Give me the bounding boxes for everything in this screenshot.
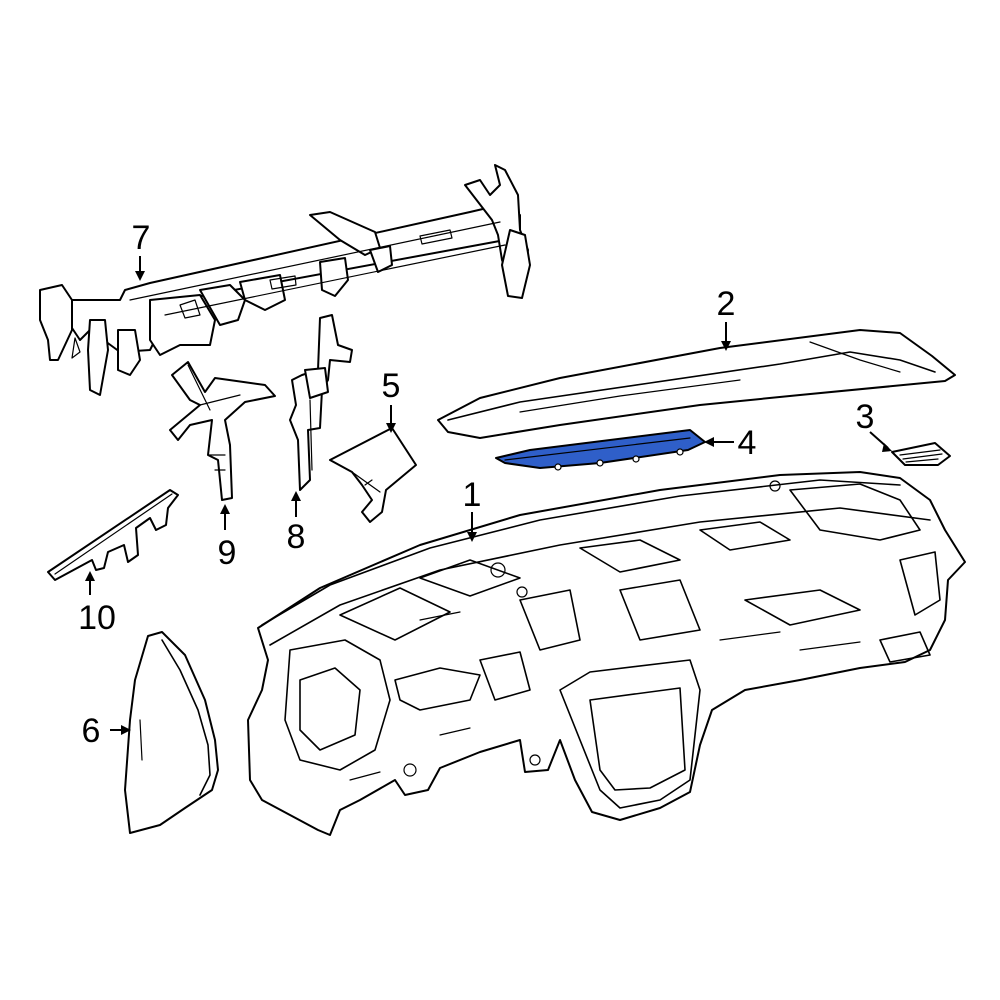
arrowhead-7 [135, 271, 145, 281]
callout-5: 5 [382, 367, 401, 405]
part-4-panel-highlighted[interactable] [495, 429, 706, 471]
callout-2: 2 [717, 285, 736, 323]
part-2-upper-trim[interactable] [437, 329, 956, 439]
part-3-vent-grille[interactable] [891, 442, 951, 466]
arrowhead-10 [85, 571, 95, 581]
arrowhead-2 [721, 341, 731, 351]
arrowhead-3 [882, 443, 892, 452]
callout-6: 6 [82, 712, 101, 750]
callout-labels: 1 2 3 4 5 6 7 8 9 10 [78, 219, 874, 750]
part-7-reinforcement-beam[interactable] [39, 164, 531, 396]
arrowhead-9 [220, 504, 230, 514]
arrowhead-1 [467, 532, 477, 542]
callout-4: 4 [738, 424, 757, 462]
callout-9: 9 [218, 534, 237, 572]
part-1-instrument-panel[interactable] [247, 471, 966, 836]
callout-1: 1 [463, 476, 482, 514]
part-10-brace[interactable] [47, 489, 179, 581]
callout-3: 3 [856, 398, 875, 436]
arrowhead-5 [386, 423, 396, 433]
part-6-side-cover[interactable] [124, 631, 219, 834]
callout-8: 8 [287, 518, 306, 556]
part-9-bracket[interactable] [169, 361, 276, 501]
callout-7: 7 [132, 219, 151, 257]
arrowhead-6 [121, 725, 131, 735]
arrowhead-8 [291, 491, 301, 501]
part-5-trim-panel[interactable] [329, 427, 417, 523]
leader-lines [85, 256, 892, 735]
arrowhead-4 [704, 437, 714, 447]
callout-10: 10 [78, 599, 116, 637]
part-8-support-bracket[interactable] [289, 314, 353, 491]
